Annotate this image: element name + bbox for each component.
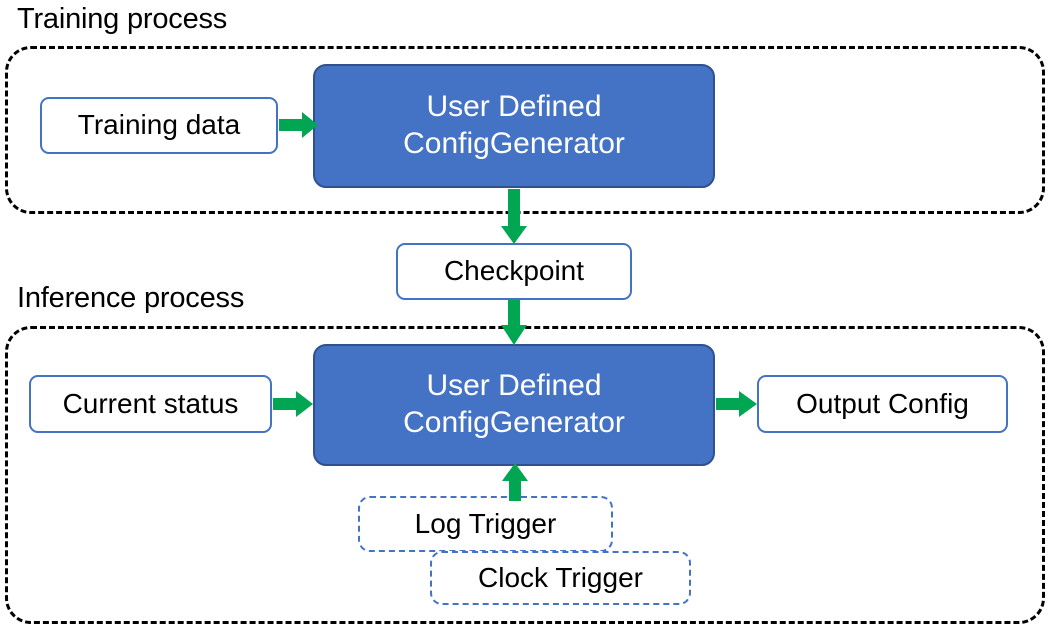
training-process-container [5,46,1045,214]
node-current-status[interactable]: Current status [29,375,272,433]
node-training-config-generator[interactable]: User Defined ConfigGenerator [313,64,715,188]
node-training-data[interactable]: Training data [40,97,278,154]
node-training-config-generator-line2: ConfigGenerator [403,127,625,160]
node-checkpoint[interactable]: Checkpoint [396,243,632,300]
node-inference-config-generator-line2: ConfigGenerator [403,406,625,439]
node-training-config-generator-line1: User Defined [426,90,602,124]
training-process-title: Training process [17,3,228,35]
inference-process-title: Inference process [17,282,245,314]
node-inference-config-generator-line1: User Defined [426,369,602,403]
node-clock-trigger[interactable]: Clock Trigger [430,551,691,605]
node-log-trigger[interactable]: Log Trigger [358,496,613,552]
node-inference-config-generator[interactable]: User Defined ConfigGenerator [313,344,715,466]
node-output-config[interactable]: Output Config [757,375,1008,433]
